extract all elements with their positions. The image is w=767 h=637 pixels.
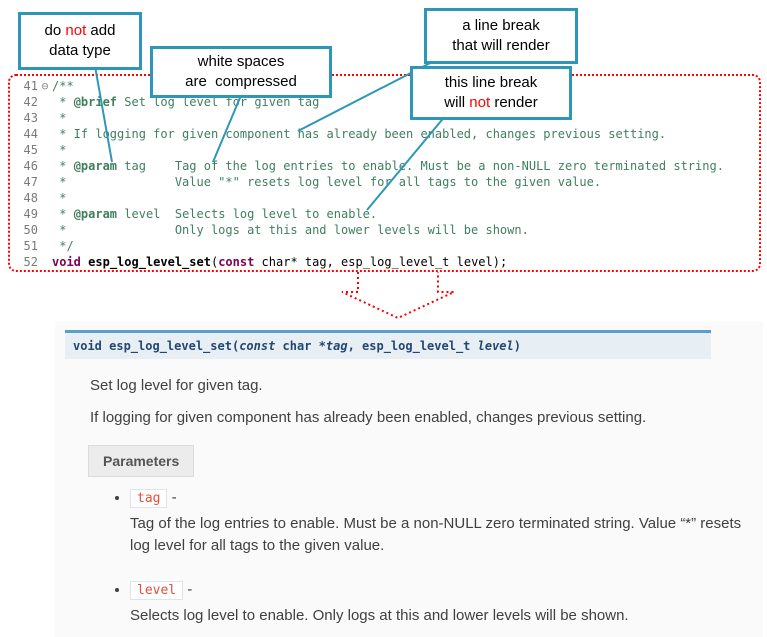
line-number: 46 <box>23 159 38 173</box>
code-text: * Only logs at this and lower levels wil… <box>52 223 529 237</box>
code-lines: 41⊖/**42 * @brief Set log level for give… <box>14 79 759 271</box>
callout-break-render: a line break that will render <box>424 8 578 64</box>
code-text: */ <box>52 239 74 253</box>
callout-text: data type <box>49 42 111 59</box>
param-head: tag - <box>130 489 763 508</box>
callout-text-part: do <box>44 22 66 39</box>
code-text: * @param level Selects log level to enab… <box>52 207 378 221</box>
code-line: 42 * @brief Set log level for given tag <box>14 95 759 111</box>
code-line: 46 * @param tag Tag of the log entries t… <box>14 159 759 175</box>
code-line: 45 * <box>14 143 759 159</box>
callout-text: are compressed <box>185 73 297 90</box>
line-number: 49 <box>23 207 38 221</box>
fold-marker-icon: ⊖ <box>41 79 49 93</box>
code-text: * Value "*" resets log level for all tag… <box>52 175 602 189</box>
param-item: level - Selects log level to enable. Only… <box>130 581 763 627</box>
docs-brief: Set log level for given tag. <box>90 377 263 394</box>
line-number: 50 <box>23 223 38 237</box>
callout-text: will not render <box>444 93 537 113</box>
param-item: tag - Tag of the log entries to enable. M… <box>130 489 763 557</box>
param-name: level <box>130 581 184 600</box>
code-line: 43 * <box>14 111 759 127</box>
code-line: 51 */ <box>14 239 759 255</box>
callout-text-part: render <box>490 94 538 111</box>
line-number: 44 <box>23 127 38 141</box>
callout-text: a line break <box>462 17 540 34</box>
code-line: 47 * Value "*" resets log level for all … <box>14 175 759 191</box>
callout-text: this line break <box>444 74 538 91</box>
docs-description: If logging for given component has alrea… <box>90 409 647 426</box>
line-number: 47 <box>23 175 38 189</box>
callout-no-datatype: do not add data type <box>18 12 142 70</box>
param-desc: Selects log level to enable. Only logs a… <box>130 607 629 624</box>
render-arrow-icon <box>341 272 455 320</box>
line-number: 52 <box>23 255 38 269</box>
code-line: 44 * If logging for given component has … <box>14 127 759 143</box>
callout-text: do not add <box>45 21 116 41</box>
code-line: 48 * <box>14 191 759 207</box>
code-line: 49 * @param level Selects log level to e… <box>14 207 759 223</box>
code-line: 50 * Only logs at this and lower levels … <box>14 223 759 239</box>
param-list: tag - Tag of the log entries to enable. M… <box>55 489 763 627</box>
code-text: /** <box>52 79 74 93</box>
param-dash: - <box>183 581 193 598</box>
callout-text-red: not <box>469 94 491 111</box>
callout-text-part: add <box>86 22 116 39</box>
line-number: 43 <box>23 111 38 125</box>
line-number: 41 <box>23 79 38 93</box>
code-text: * <box>52 191 67 205</box>
function-signature: void esp_log_level_set(const char *tag, … <box>65 330 711 359</box>
code-text: * <box>52 111 67 125</box>
callout-break-norender: this line break will not render <box>410 66 572 120</box>
param-desc: Tag of the log entries to enable. Must b… <box>130 515 742 554</box>
line-number: 48 <box>23 191 38 205</box>
line-number: 45 <box>23 143 38 157</box>
line-number: 42 <box>23 95 38 109</box>
code-text: * If logging for given component has alr… <box>52 127 667 141</box>
code-line: 52 void esp_log_level_set(const char* tag… <box>14 255 759 271</box>
code-text: * @param tag Tag of the log entries to e… <box>52 159 724 173</box>
code-line: 41⊖/** <box>14 79 759 95</box>
code-text: * <box>52 143 67 157</box>
line-number: 51 <box>23 239 38 253</box>
parameters-header: Parameters <box>88 445 195 477</box>
callout-text-red: not <box>65 22 87 39</box>
param-head: level - <box>130 581 763 600</box>
callout-text: white spaces <box>197 53 285 70</box>
callout-whitespace: white spaces are compressed <box>150 46 332 98</box>
param-name: tag <box>130 489 168 508</box>
code-text: void esp_log_level_set(const char* tag, … <box>52 255 508 269</box>
callout-text-part: will <box>444 94 470 111</box>
rendered-docs-panel: void esp_log_level_set(const char *tag, … <box>55 321 763 637</box>
param-dash: - <box>167 489 177 506</box>
code-editor-snippet: 41⊖/**42 * @brief Set log level for give… <box>8 74 761 272</box>
callout-text: that will render <box>452 37 550 54</box>
